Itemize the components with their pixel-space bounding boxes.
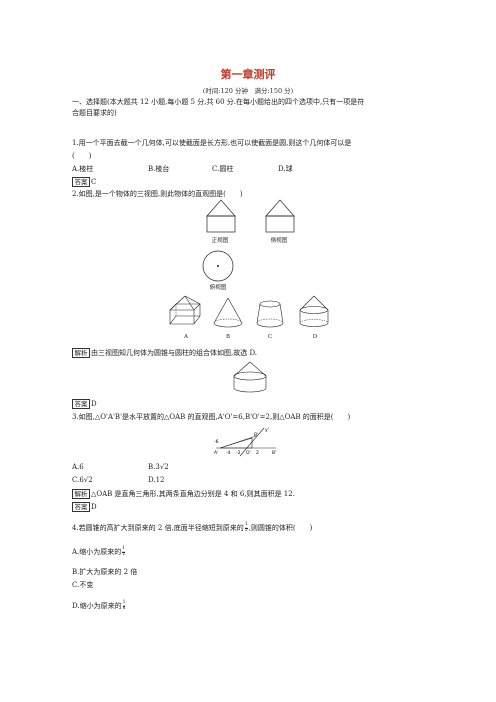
q3-option-b: B.3√2	[148, 463, 169, 471]
q3-option-a: A.6	[72, 463, 84, 471]
label-neg2: -2	[236, 450, 241, 456]
q3-analysis-text: △OAB 是直角三角形,其两条直角边分别是 4 和 6,则其面积是 12.	[91, 490, 295, 498]
choice-c-label: C	[267, 334, 273, 340]
q1-option-a: A.棱柱	[72, 165, 94, 173]
label-pos2: 2	[256, 450, 259, 456]
section-heading-cont: 合题目要求的)	[72, 109, 117, 117]
label-x-axis: B'	[272, 450, 276, 456]
label-y-axis: y'	[265, 427, 269, 433]
choice-d-figure	[299, 295, 329, 327]
q2-analysis-text: 由三视图知几何体为圆锥与圆柱的组合体如图,故选 D.	[91, 349, 258, 357]
answer-tag: 答案	[72, 502, 90, 512]
q2-analysis: 解析由三视图知几何体为圆锥与圆柱的组合体如图,故选 D.	[72, 348, 257, 358]
choice-a-figure	[169, 295, 201, 325]
q1-stem-cont: ( )	[72, 152, 92, 160]
q2-answer-value: D	[91, 400, 97, 408]
front-view-figure	[206, 199, 236, 233]
q4-stem-end: ,则圆锥的体积( )	[248, 524, 313, 532]
q1-option-c: C.圆柱	[212, 165, 234, 173]
top-view-figure	[202, 250, 234, 282]
label-o-point: O'	[246, 450, 251, 456]
q3-analysis: 解析△OAB 是直角三角形,其两条直角边分别是 4 和 6,则其面积是 12.	[72, 489, 295, 499]
q2-stem: 2.如图,是一个物体的三视图,则此物体的直观图是( )	[72, 190, 243, 198]
q3-stem: 3.如图,△O'A'B'是水平放置的△OAB 的直观图,A'O'=6,B'O'=…	[72, 413, 351, 421]
choice-a-label: A	[184, 334, 188, 340]
choice-c-figure	[256, 300, 284, 328]
choice-b-figure	[213, 297, 243, 328]
q4-stem-text: 4.若圆锥的高扩大到原来的 2 倍,底面半径缩短到原来的	[72, 524, 244, 532]
label-neg6: -6	[214, 439, 219, 445]
q3-oblique-figure: -6 y' B' A' -4 -2 O' 2 B'	[214, 427, 276, 457]
q3-option-c: C.6√2	[72, 476, 93, 484]
choice-d-label: D	[312, 334, 318, 340]
q1-option-b: B.棱台	[148, 165, 170, 173]
side-view-figure	[265, 199, 295, 233]
label-b-point: B'	[254, 432, 258, 438]
q1-answer-value: C	[91, 178, 97, 186]
q3-option-d: D.12	[148, 476, 165, 484]
top-view-label: 俯视图	[209, 285, 227, 291]
page-title: 第一章测评	[220, 68, 276, 81]
q2-solution-figure	[233, 361, 267, 393]
q1-stem: 1.用一个平面去截一个几何体,可以使截面是长方形,也可以使截面是圆,则这个几何体…	[72, 139, 352, 147]
exam-info: (时间:120 分钟 满分:150 分)	[202, 87, 294, 95]
choice-b-label: B	[225, 334, 231, 340]
section-heading: 一、选择题(本大题共 12 小题,每小题 5 分,共 60 分.在每小题给出的四…	[72, 98, 365, 106]
label-neg4: -4	[226, 450, 231, 456]
front-view-label: 正视图	[211, 238, 229, 244]
q1-option-d: D.球	[278, 165, 293, 173]
q4-option-b: B.扩大为原来的 2 倍	[72, 568, 138, 576]
answer-tag: 答案	[72, 399, 90, 409]
q3-answer-value: D	[91, 503, 97, 511]
analysis-tag: 解析	[72, 489, 90, 499]
analysis-tag: 解析	[72, 348, 90, 358]
label-a-point: A'	[214, 450, 218, 456]
side-view-label: 侧视图	[270, 238, 288, 244]
answer-tag: 答案	[72, 177, 90, 187]
q4-option-c: C.不变	[72, 581, 94, 589]
